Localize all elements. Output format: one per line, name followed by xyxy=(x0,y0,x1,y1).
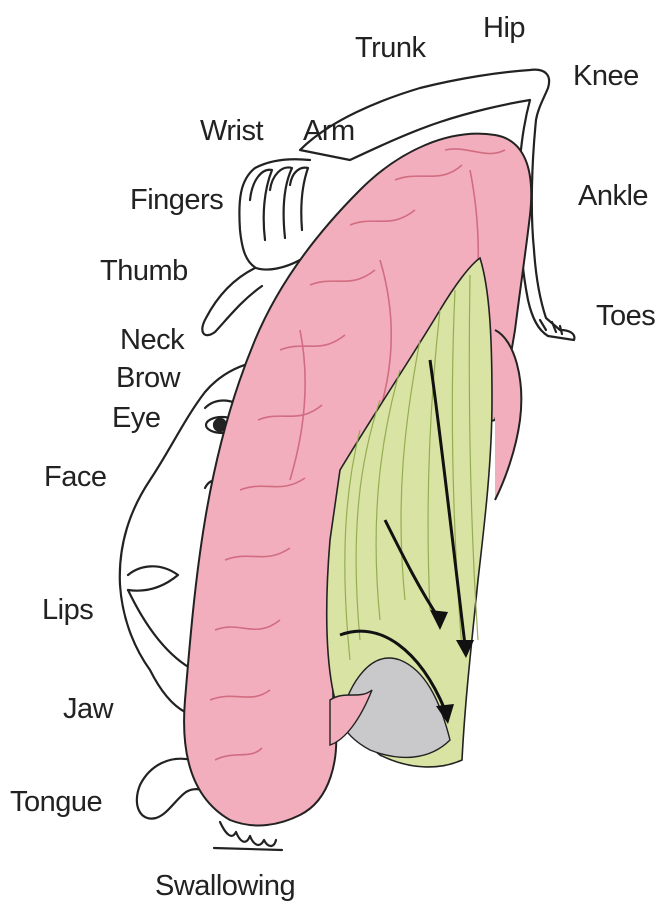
label-toes: Toes xyxy=(596,302,655,331)
fingers-outline xyxy=(250,167,308,240)
label-wrist: Wrist xyxy=(200,117,263,146)
label-ankle: Ankle xyxy=(578,182,648,211)
label-trunk: Trunk xyxy=(355,34,426,63)
label-arm: Arm xyxy=(303,117,355,146)
label-thumb: Thumb xyxy=(100,257,188,286)
label-face: Face xyxy=(44,463,106,492)
label-neck: Neck xyxy=(120,326,184,355)
label-jaw: Jaw xyxy=(63,695,113,724)
label-brow: Brow xyxy=(116,364,180,393)
label-lips: Lips xyxy=(42,596,93,625)
pharynx-outline xyxy=(214,822,282,850)
label-eye: Eye xyxy=(112,404,160,433)
label-hip: Hip xyxy=(483,14,525,43)
thumb-outline xyxy=(202,268,262,335)
label-knee: Knee xyxy=(573,62,639,91)
lip-outline xyxy=(128,566,178,590)
label-swallowing: Swallowing xyxy=(155,872,295,901)
label-fingers: Fingers xyxy=(130,186,223,215)
label-tongue: Tongue xyxy=(10,788,102,817)
lower-lip-outline xyxy=(128,590,190,668)
